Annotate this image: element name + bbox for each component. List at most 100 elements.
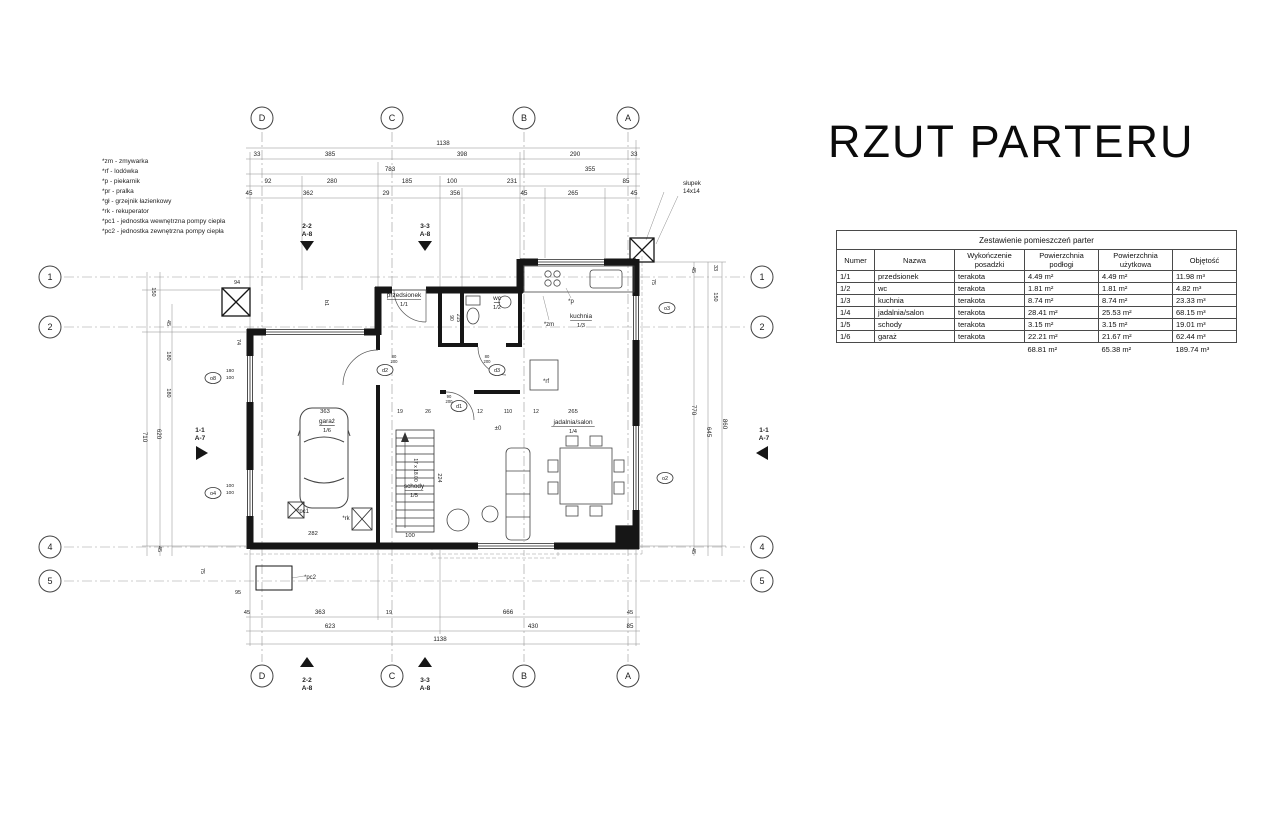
tag-o3 <box>658 302 676 314</box>
dim-label: 430 <box>528 623 539 630</box>
grid-label-A: A <box>625 113 631 123</box>
legend-item: *pc2 - jednostka zewnętrzna pompy ciepła <box>102 228 224 235</box>
dim-label: 280 <box>327 178 338 185</box>
dim-label: 150 <box>712 292 718 301</box>
room-number: 1/3 <box>577 323 585 329</box>
section-label: 1-1 <box>759 427 769 434</box>
dim-label: 385 <box>325 151 336 158</box>
dim-label: 14x14 <box>683 188 700 195</box>
column-header: Numer <box>836 249 875 271</box>
dim-label: *rf <box>543 379 549 385</box>
dim-label: *p <box>568 299 574 305</box>
dim-label: 33 <box>254 151 261 158</box>
table-cell: terakota <box>954 294 1025 307</box>
grid-bubble-A <box>616 664 640 688</box>
dim-label: 80 <box>392 354 397 359</box>
tag-label-d3: d3 <box>494 368 500 374</box>
grid-bubble-4 <box>38 535 62 559</box>
dim-label: 45 <box>246 190 253 197</box>
dim-label: *zm <box>544 322 554 328</box>
column-header: Objętość <box>1172 249 1237 271</box>
table-cell: 68.15 m³ <box>1172 306 1237 319</box>
dim-label: 100 <box>405 533 415 539</box>
dim-label: 215 <box>455 314 461 323</box>
dim-label: 180 <box>226 368 234 374</box>
grid-label-2: 2 <box>47 322 52 332</box>
tag-label-o3: o3 <box>664 306 670 312</box>
windows <box>246 258 640 550</box>
grid-bubble-1 <box>38 265 62 289</box>
sofa <box>446 447 531 541</box>
totals-cell: 189.74 m³ <box>1175 345 1210 354</box>
grid-label-4: 4 <box>47 542 52 552</box>
dining-set <box>547 435 625 517</box>
wc-fixtures <box>465 295 512 325</box>
dim-label: 100 <box>226 490 234 496</box>
page-title: RZUT PARTERU <box>828 116 1195 167</box>
dim-label: 45 <box>631 190 638 197</box>
table-cell: 3.15 m² <box>1024 318 1099 331</box>
totals-cell <box>955 343 1025 356</box>
section-label: A-7 <box>195 435 206 442</box>
grid-bubble-B <box>512 664 536 688</box>
grid-bubble-A <box>616 106 640 130</box>
dim-label: 265 <box>568 190 579 197</box>
dim-label: 620 <box>155 429 162 440</box>
dim-label: 90 <box>447 394 452 399</box>
dim-label: 74 <box>235 339 241 345</box>
dim-label: 12 <box>477 409 483 415</box>
grid-bubble-B <box>512 106 536 130</box>
legend-item: *rk - rekuperator <box>102 208 149 215</box>
legend: *zm - zmywarka*rf - lodówka*p - piekarni… <box>102 157 225 237</box>
legend-item: *rf - lodówka <box>102 168 139 175</box>
overhang-lines <box>244 256 643 559</box>
table-cell: 1/6 <box>836 330 875 343</box>
table-cell: terakota <box>954 270 1025 283</box>
room-name: kuchnia <box>570 313 592 320</box>
section-label: A-8 <box>302 231 313 238</box>
section-label: 1-1 <box>195 427 205 434</box>
table-cell: 1/2 <box>836 282 875 295</box>
dim-label: 45 <box>156 546 162 552</box>
table-cell: wc <box>874 282 955 295</box>
section-arrow <box>756 446 768 460</box>
table-cell: 8.74 m² <box>1024 294 1099 307</box>
grid-label-2: 2 <box>759 322 764 332</box>
dim-label: 362 <box>303 190 314 197</box>
room-name: przedsionek <box>387 292 422 299</box>
dim-label: 33 <box>712 265 718 271</box>
tag-d3 <box>488 364 506 376</box>
grid-bubble-4 <box>750 535 774 559</box>
dim-label: 19 <box>397 409 403 415</box>
table-cell: 4.49 m² <box>1024 270 1099 283</box>
legend-item: *p - piekarnik <box>102 178 140 185</box>
grid-bubble-2 <box>750 315 774 339</box>
table-cell: 1.81 m² <box>1098 282 1173 295</box>
table-cell: 8.74 m² <box>1098 294 1173 307</box>
section-label: 3-3 <box>420 677 430 684</box>
dim-label: 1138 <box>433 636 447 643</box>
table-cell: 4.49 m² <box>1098 270 1173 283</box>
section-label: A-8 <box>420 231 431 238</box>
table-cell: 1/1 <box>836 270 875 283</box>
dim-label: słupek <box>683 180 702 187</box>
dimension-lines <box>142 140 726 646</box>
table-cell: garaż <box>874 330 955 343</box>
room-number: 1/5 <box>410 493 418 499</box>
table-cell: 3.15 m² <box>1098 318 1173 331</box>
dim-label: 666 <box>503 609 514 616</box>
section-label: A-8 <box>420 685 431 692</box>
table-cell: 11.98 m³ <box>1172 270 1237 283</box>
dim-label: 185 <box>402 178 413 185</box>
dim-label: *pc2 <box>304 575 317 581</box>
table-cell: 21.67 m² <box>1098 330 1173 343</box>
grid-label-A: A <box>625 671 631 681</box>
pillars <box>221 237 655 591</box>
tag-label-o8: o8 <box>210 376 216 382</box>
room-name: wc <box>492 295 502 302</box>
column-header: Powierzchnia podłogi <box>1024 249 1099 271</box>
section-label: 2-2 <box>302 223 312 230</box>
grid-label-B: B <box>521 671 527 681</box>
